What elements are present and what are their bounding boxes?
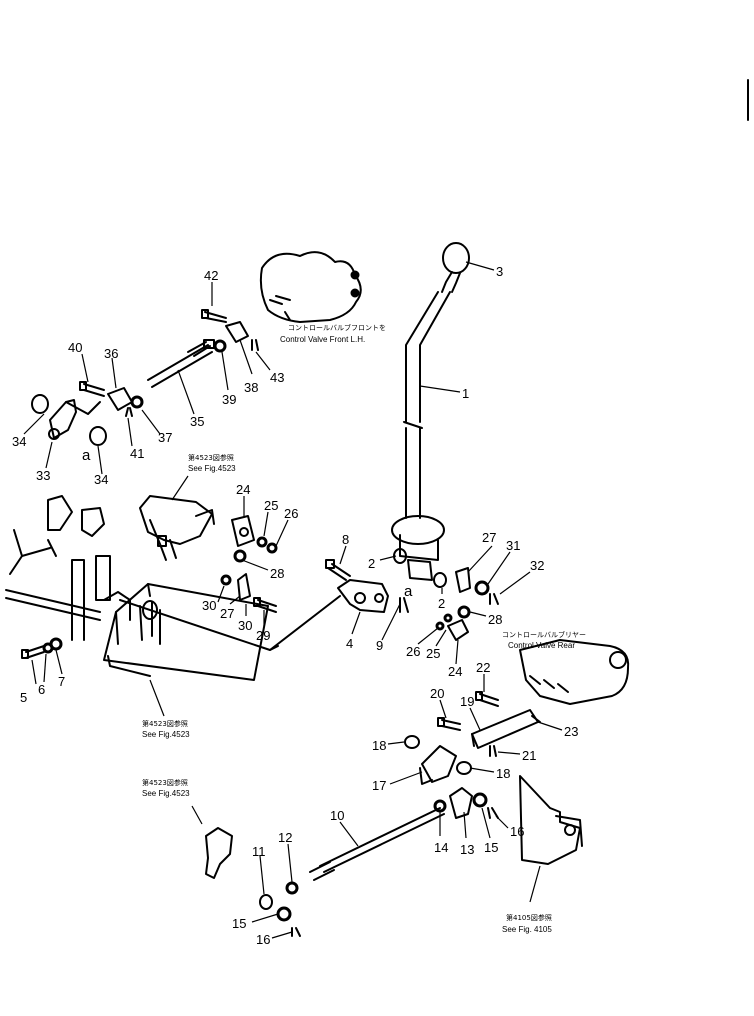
label-1: 1: [462, 386, 469, 401]
label-7: 7: [58, 674, 65, 689]
lower-rod-end: [269, 645, 279, 651]
rod-10: [309, 807, 445, 881]
label-20: 20: [430, 686, 444, 701]
left-yoke-parts: [220, 515, 278, 613]
label-39: 39: [222, 392, 236, 407]
bracket-fig4105: [519, 775, 583, 903]
label-27-left: 27: [220, 606, 234, 621]
label-30-left: 30: [202, 598, 216, 613]
bracket-33: [31, 394, 107, 446]
label-26-right: 26: [406, 644, 420, 659]
label-8: 8: [342, 532, 349, 547]
label-43: 43: [270, 370, 284, 385]
fig4523-jp-c: 第4523図参照: [142, 778, 188, 787]
fig4523-en-b: See Fig.4523: [188, 464, 236, 473]
fig4523-jp-b: 第4523図参照: [188, 453, 234, 462]
valve-front-en-text: Control Valve Front L.H.: [280, 335, 365, 344]
bolt-5-6-7: [21, 637, 63, 659]
left-frame: [5, 495, 131, 641]
label-30-right: 30: [238, 618, 252, 633]
label-35: 35: [190, 414, 204, 429]
label-10: 10: [330, 808, 344, 823]
fig4523-jp-a: 第4523図参照: [142, 719, 188, 728]
label-2-right: 2: [438, 596, 445, 611]
label-24-left: 24: [236, 482, 250, 497]
label-11: 11: [252, 844, 266, 859]
connection-tag-a-right: a: [404, 583, 413, 600]
label-15-left: 15: [232, 916, 246, 931]
lever-holder: [325, 559, 433, 613]
lower-plate: [103, 583, 269, 717]
label-36: 36: [104, 346, 118, 361]
part-numbers: 3 1 42 40 36 34 33 34 41 37 35 39 38 43 …: [12, 264, 578, 947]
label-34-left: 34: [12, 434, 26, 449]
label-18-left: 18: [372, 738, 386, 753]
label-22: 22: [476, 660, 490, 675]
joint-17-18: [404, 735, 472, 785]
label-38: 38: [244, 380, 258, 395]
label-13: 13: [460, 842, 474, 857]
fig4105-jp: 第4105図参照: [506, 913, 552, 922]
label-34-right: 34: [94, 472, 108, 487]
fig4523-en-c: See Fig.4523: [142, 789, 190, 798]
label-12: 12: [278, 830, 292, 845]
label-28-right: 28: [488, 612, 502, 627]
leader-lines: [23, 261, 563, 939]
label-16-right: 16: [510, 824, 524, 839]
valve-front-jp-text: コントロールバルブフロントを: [288, 323, 386, 332]
fig4523-en-a: See Fig.4523: [142, 730, 190, 739]
label-25-left: 25: [264, 498, 278, 513]
label-23: 23: [564, 724, 578, 739]
label-40: 40: [68, 340, 82, 355]
joint-13-14-15-16: [433, 787, 499, 819]
label-24-right: 24: [448, 664, 462, 679]
label-4: 4: [346, 636, 353, 651]
label-26-left: 26: [284, 506, 298, 521]
joint-11-12: [191, 805, 301, 937]
label-16-left: 16: [256, 932, 270, 947]
front-link-parts: [79, 309, 259, 417]
label-27-right: 27: [482, 530, 496, 545]
label-5: 5: [20, 690, 27, 705]
middle-bracket: [139, 475, 215, 561]
label-6: 6: [38, 682, 45, 697]
control-valve-rear: [519, 639, 630, 705]
label-42: 42: [204, 268, 218, 283]
valve-rear-jp-text: コントロールバルブリヤー: [502, 630, 586, 639]
label-25-right: 25: [426, 646, 440, 661]
label-41: 41: [130, 446, 144, 461]
label-17: 17: [372, 778, 386, 793]
label-3: 3: [496, 264, 503, 279]
label-9: 9: [376, 638, 383, 653]
label-14: 14: [434, 840, 448, 855]
label-32: 32: [530, 558, 544, 573]
valve-rear-en-text: Control Valve Rear: [508, 641, 575, 650]
label-2-left: 2: [368, 556, 375, 571]
rear-link-parts: [437, 691, 541, 757]
control-valve-front: [259, 251, 362, 323]
rod-35: [147, 339, 215, 388]
label-18-right: 18: [496, 766, 510, 781]
fig4105-en: See Fig. 4105: [502, 925, 552, 934]
control-lever: [391, 242, 470, 561]
label-21: 21: [522, 748, 536, 763]
label-15-right: 15: [484, 840, 498, 855]
label-19: 19: [460, 694, 474, 709]
label-28-left: 28: [270, 566, 284, 581]
label-37: 37: [158, 430, 172, 445]
label-29: 29: [256, 628, 270, 643]
label-33: 33: [36, 468, 50, 483]
connection-tag-a-left: a: [82, 447, 91, 464]
label-31: 31: [506, 538, 520, 553]
